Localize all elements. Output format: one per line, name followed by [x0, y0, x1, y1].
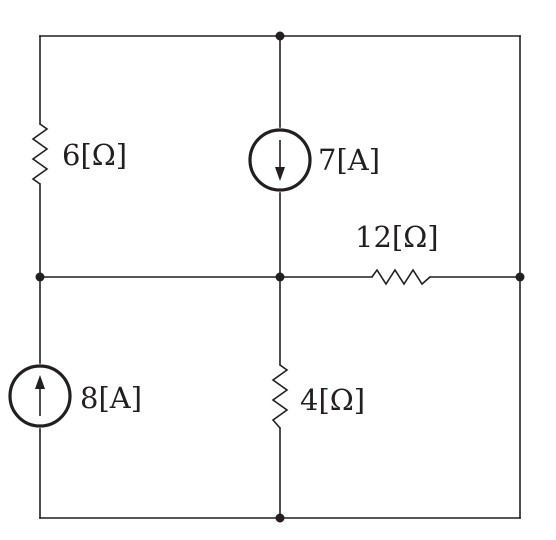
nodes — [35, 31, 525, 523]
resistor-6-ohm-zigzag — [31, 123, 49, 185]
node-top-center — [275, 31, 285, 41]
arrow-up-icon — [35, 375, 45, 389]
resistor-12-ohm: 12[Ω] — [355, 220, 439, 286]
current-source-7a-label: 7[A] — [318, 143, 380, 177]
resistor-4-ohm: 4[Ω] — [271, 364, 365, 429]
resistor-6-ohm-label: 6[Ω] — [62, 138, 127, 172]
resistor-12-ohm-label: 12[Ω] — [355, 220, 439, 254]
current-source-8a: 8[A] — [8, 364, 142, 428]
node-middle-right — [515, 272, 525, 282]
resistor-12-ohm-zigzag — [371, 268, 431, 286]
node-middle-center — [275, 272, 285, 282]
resistor-4-ohm-zigzag — [271, 364, 289, 429]
current-source-7a: 7[A] — [248, 128, 380, 192]
node-bottom-center — [275, 513, 285, 523]
resistor-6-ohm: 6[Ω] — [31, 123, 127, 185]
node-middle-left — [35, 272, 45, 282]
resistor-4-ohm-label: 4[Ω] — [300, 383, 365, 417]
current-source-8a-label: 8[A] — [80, 381, 142, 415]
arrow-down-icon — [275, 167, 285, 181]
